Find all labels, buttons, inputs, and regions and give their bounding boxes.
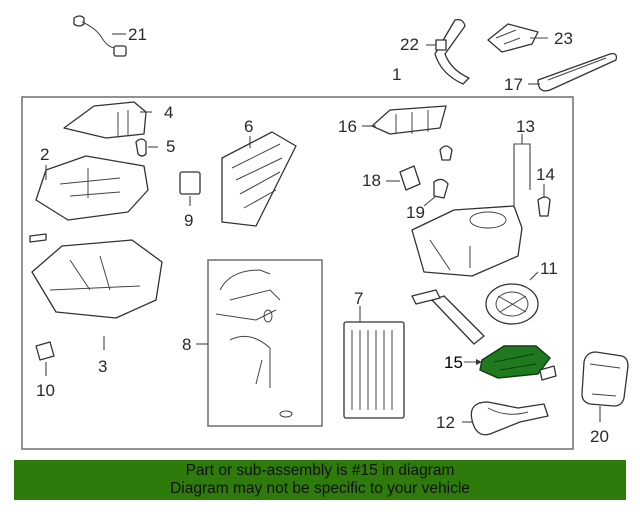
callout-8: 8 [182, 335, 191, 354]
banner-line-1: Part or sub-assembly is #15 in diagram [185, 462, 455, 479]
callout-15: 15 [444, 353, 463, 372]
callout-1: 1 [392, 65, 401, 84]
part-6-evaporator[interactable] [221, 131, 297, 227]
callout-9: 9 [184, 211, 193, 230]
banner-line-2: Diagram may not be specific to your vehi… [170, 480, 470, 497]
callout-4: 4 [164, 103, 173, 122]
callout-23: 23 [554, 29, 573, 48]
part-10-grommet[interactable] [35, 341, 55, 376]
part-12-harness[interactable] [462, 401, 549, 436]
info-banner: Part or sub-assembly is #15 in diagram D… [14, 460, 626, 500]
callout-6: 6 [244, 117, 253, 136]
part-13-blower-housing[interactable] [411, 134, 531, 277]
callout-12: 12 [436, 413, 455, 432]
part-linkage [411, 289, 485, 345]
part-20-panel[interactable] [581, 351, 629, 422]
part-2-upper-case[interactable] [35, 155, 149, 221]
callout-14: 14 [536, 165, 555, 184]
part-14-clip[interactable] [537, 184, 551, 217]
bolt-icon [29, 233, 47, 243]
callout-20: 20 [590, 427, 609, 446]
parts-diagram: 1 2 3 4 5 6 7 8 9 10 11 12 13 14 15 16 1… [21, 15, 629, 450]
part-4-duct[interactable] [63, 101, 152, 139]
callout-2: 2 [40, 145, 49, 164]
callout-10: 10 [36, 381, 55, 400]
connector-icon [539, 365, 557, 381]
callout-3: 3 [98, 357, 107, 376]
part-17-duct[interactable] [528, 52, 618, 92]
part-18-bracket[interactable] [386, 165, 421, 191]
callout-21: 21 [128, 25, 147, 44]
part-9-switch[interactable] [179, 171, 201, 206]
sub-assembly-frame-8 [207, 259, 323, 427]
callout-22: 22 [400, 35, 419, 54]
part-5-clip[interactable] [135, 138, 158, 157]
callout-11: 11 [540, 259, 558, 278]
callout-18: 18 [362, 171, 381, 190]
callout-17: 17 [504, 75, 523, 94]
callout-5: 5 [166, 137, 175, 156]
part-21-sensor[interactable] [73, 15, 127, 57]
callout-13: 13 [516, 117, 535, 136]
part-7-heater-core[interactable] [343, 306, 405, 419]
part-22-hose[interactable] [426, 18, 470, 85]
part-16-vent[interactable] [362, 105, 447, 135]
part-8-pipes[interactable] [196, 269, 293, 418]
callout-16: 16 [338, 117, 357, 136]
part-15-highlighted[interactable] [464, 345, 551, 379]
part-11-blower-motor[interactable] [485, 271, 539, 325]
part-3-lower-case[interactable] [31, 239, 163, 350]
part-23-bracket[interactable] [487, 23, 548, 53]
callout-7: 7 [354, 289, 363, 308]
part-19-clip[interactable] [423, 178, 449, 207]
callout-19: 19 [406, 203, 425, 222]
push-clip-icon [439, 145, 453, 161]
